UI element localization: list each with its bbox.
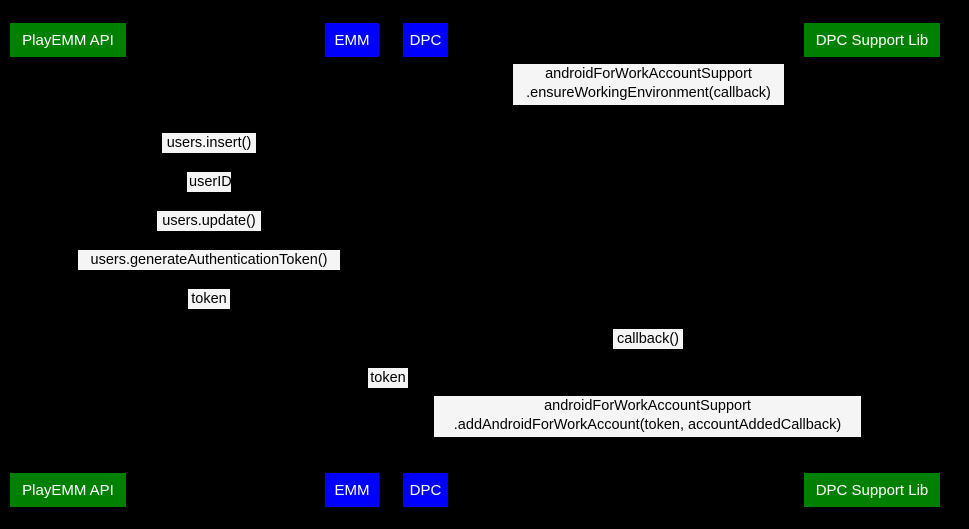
message-label-user-id: userID — [187, 172, 232, 192]
message-label-generate-authentication-token: users.generateAuthenticationToken() — [78, 250, 340, 270]
participant-label: PlayEMM API — [22, 481, 114, 499]
participant-playemm-api-bottom[interactable]: PlayEMM API — [10, 473, 126, 507]
message-label-add-android-for-work-account: androidForWorkAccountSupport .addAndroid… — [434, 396, 861, 437]
participant-emm-bottom[interactable]: EMM — [325, 473, 379, 507]
participant-label: DPC — [409, 31, 442, 49]
message-label-callback: callback() — [613, 329, 683, 349]
participant-dpc[interactable]: DPC — [403, 23, 448, 57]
participant-dpc-support-lib[interactable]: DPC Support Lib — [804, 23, 940, 57]
participant-label: DPC — [409, 481, 442, 499]
participant-label: EMM — [334, 481, 370, 499]
participant-label: EMM — [334, 31, 370, 49]
participant-emm[interactable]: EMM — [325, 23, 379, 57]
participant-label: PlayEMM API — [22, 31, 114, 49]
message-label-ensure-working-environment: androidForWorkAccountSupport .ensureWork… — [513, 64, 784, 105]
participant-dpc-support-lib-bottom[interactable]: DPC Support Lib — [804, 473, 940, 507]
participant-label: DPC Support Lib — [815, 481, 929, 499]
participant-playemm-api[interactable]: PlayEMM API — [10, 23, 126, 57]
participant-label: DPC Support Lib — [815, 31, 929, 49]
message-label-users-insert: users.insert() — [162, 133, 256, 153]
participant-dpc-bottom[interactable]: DPC — [403, 473, 448, 507]
message-label-token-1: token — [188, 289, 230, 309]
message-label-users-update: users.update() — [157, 211, 261, 231]
message-label-token-2: token — [368, 368, 408, 388]
